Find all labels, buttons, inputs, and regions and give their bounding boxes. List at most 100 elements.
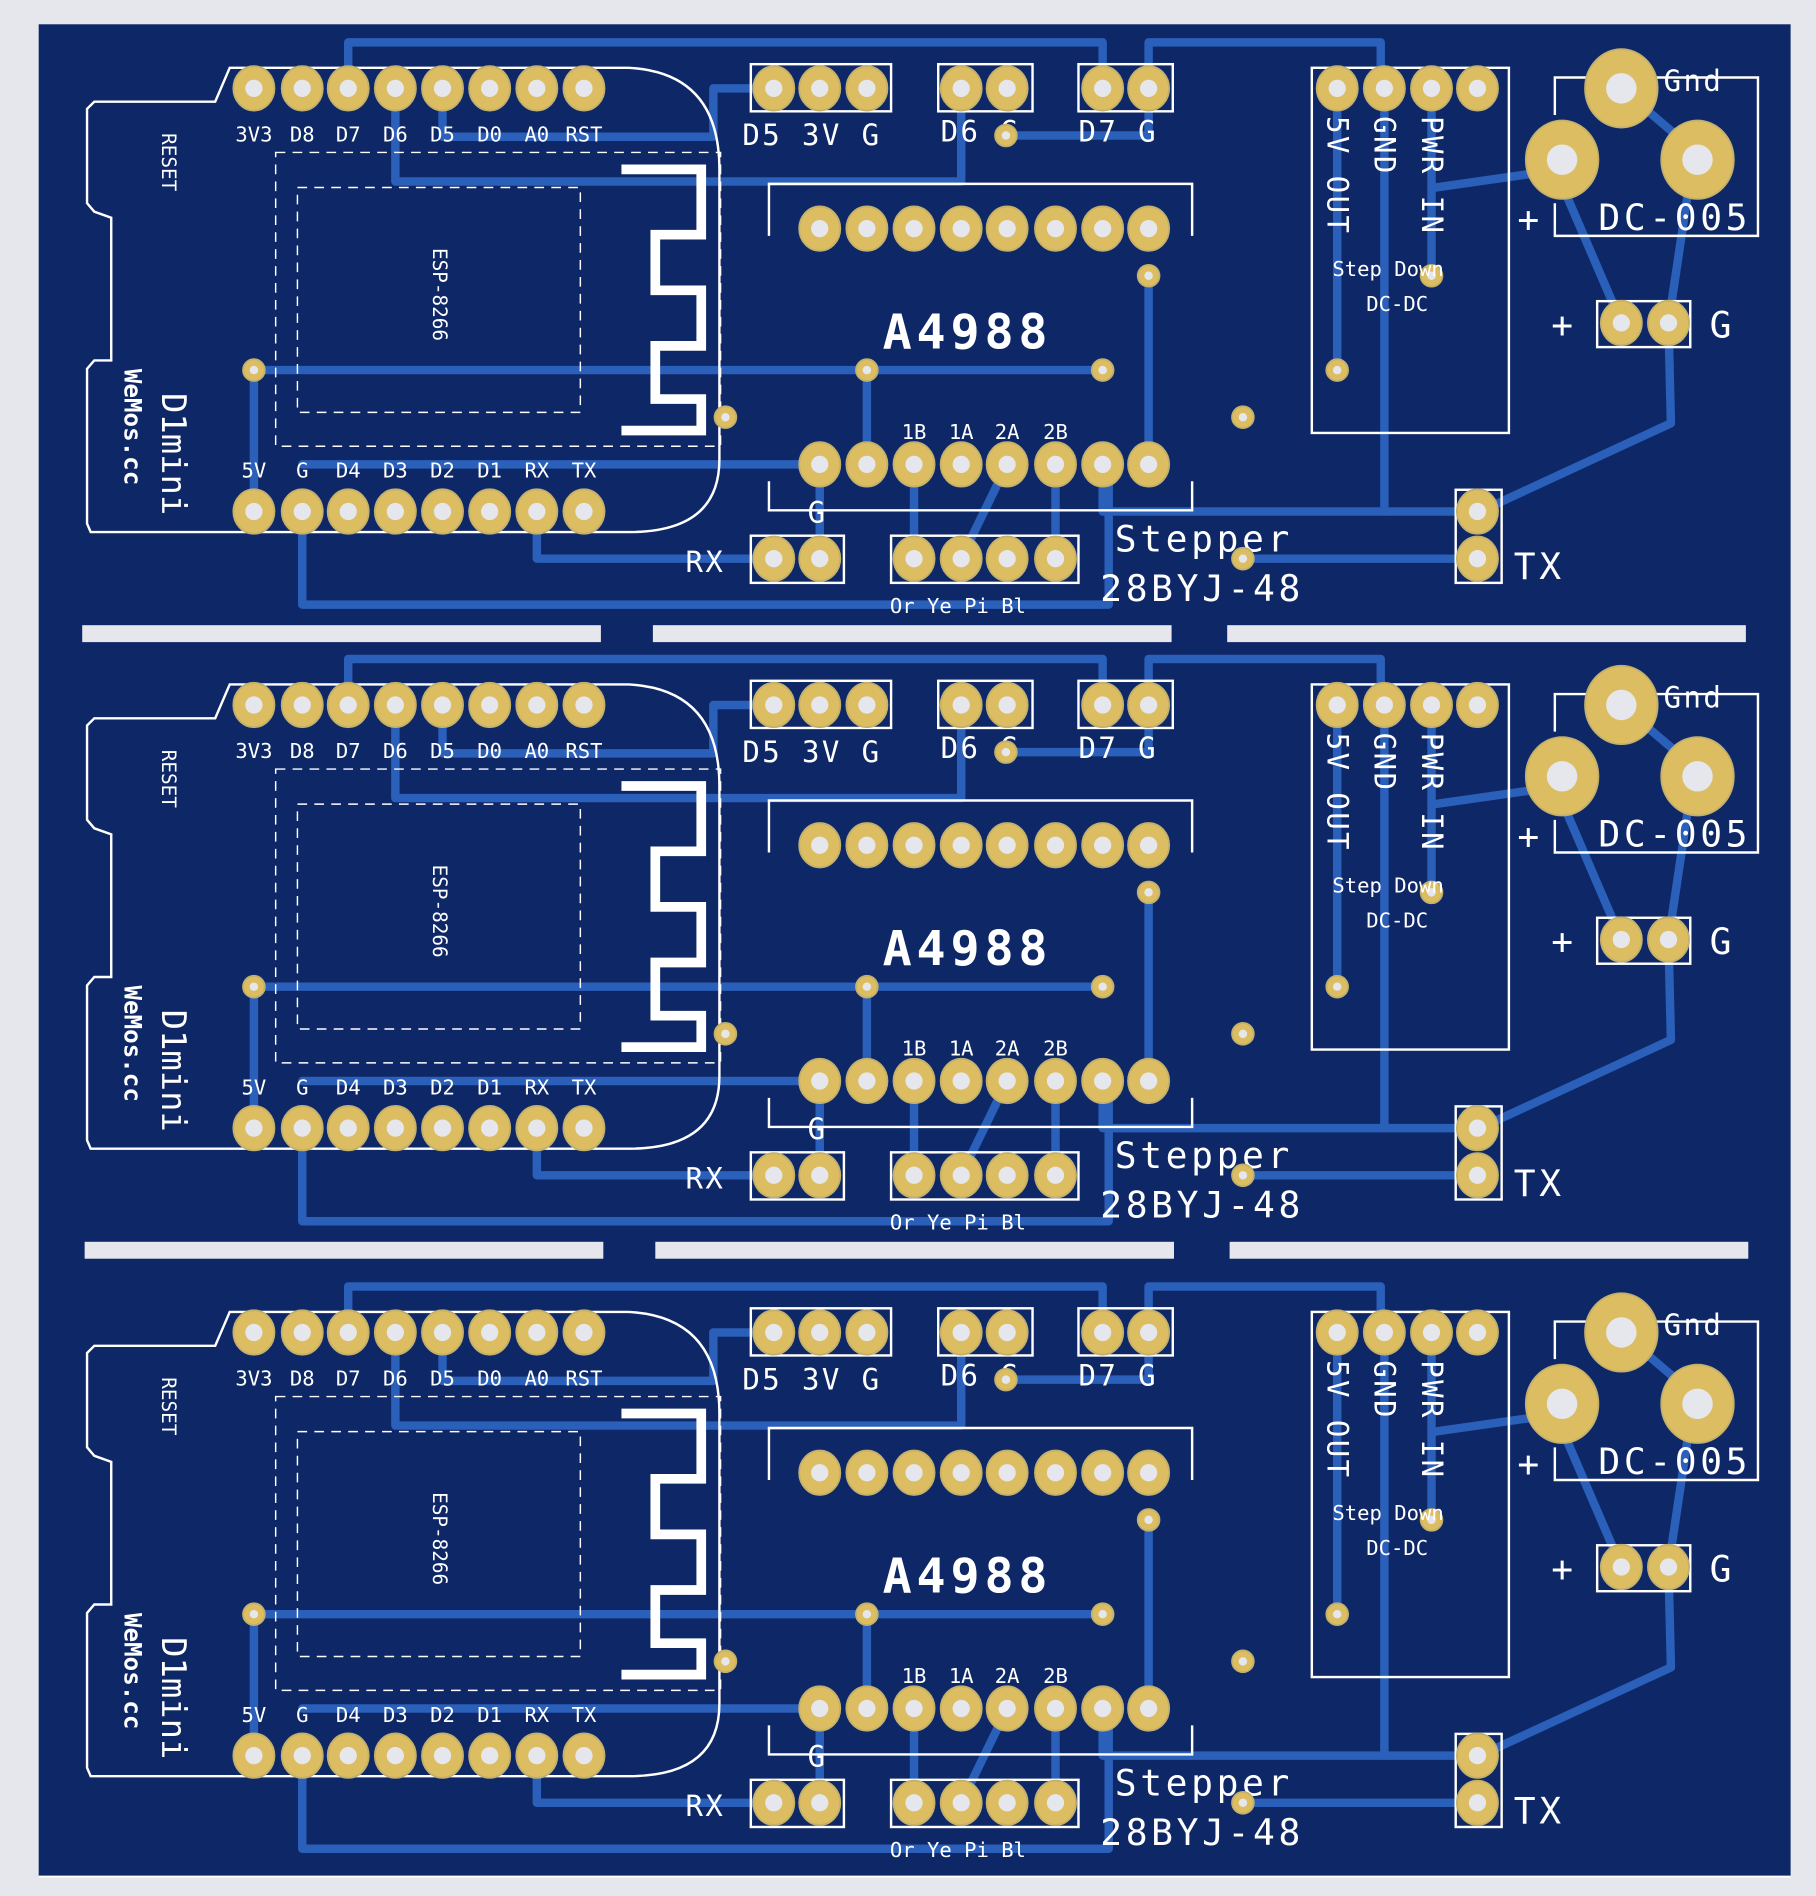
dc-gnd-label: Gnd <box>1664 680 1724 714</box>
pad-hole <box>481 1747 499 1765</box>
header-pin <box>798 681 842 729</box>
board-unit-1: RESET ESP-8266 D1mini WeMos.cc 3V35VD8GD… <box>85 38 1760 618</box>
pad-hole <box>905 836 923 854</box>
a4988-label: A4988 <box>883 304 1053 360</box>
header-d7-g <box>1077 1307 1174 1357</box>
pad-hole <box>1682 1388 1713 1420</box>
pad-hole <box>1328 79 1346 97</box>
rx-label: RX <box>686 545 726 579</box>
header-pin <box>939 1152 983 1199</box>
a4988-pin <box>798 441 842 488</box>
pin-label: A0 <box>524 123 549 147</box>
dc-jack-pad <box>1660 736 1735 817</box>
pad-hole <box>1375 1323 1394 1342</box>
via-hole <box>1001 131 1011 140</box>
pin-label: D0 <box>477 123 502 147</box>
header-power <box>1595 299 1692 349</box>
esp-chip-outline <box>296 186 582 414</box>
pad-hole <box>1468 502 1487 521</box>
pad-hole <box>998 1464 1016 1482</box>
header-pin <box>1599 916 1643 963</box>
pad-hole <box>386 1119 404 1137</box>
pad-hole <box>481 502 499 521</box>
header-pin <box>892 535 936 582</box>
via-hole <box>1098 365 1107 375</box>
header-label: D7 G <box>1078 115 1158 149</box>
d1mini-outline <box>85 683 721 1150</box>
pad-hole <box>952 455 970 474</box>
pin-label: D5 <box>430 123 455 147</box>
a4988-pin <box>939 1685 983 1732</box>
d1mini-top-pin <box>232 1309 276 1356</box>
slot <box>1229 1241 1749 1259</box>
pad-hole <box>1328 1323 1346 1342</box>
header-pin <box>845 1309 889 1356</box>
pad-hole <box>765 550 783 568</box>
power-plus-label: + <box>1551 920 1576 963</box>
stepdown-module <box>1310 66 1511 435</box>
pad-hole <box>433 502 452 521</box>
a4988-pin <box>985 1449 1029 1496</box>
via <box>1419 880 1444 905</box>
header-motor <box>889 1151 1080 1201</box>
a4988-pin <box>1081 822 1125 869</box>
header-pin <box>1647 916 1690 963</box>
header-pin <box>1647 299 1690 347</box>
via-hole <box>1238 1657 1248 1666</box>
pin-label: RX <box>524 1075 549 1099</box>
d1mini-bottom-pin <box>373 1105 417 1152</box>
a4988-label: A4988 <box>883 1548 1053 1604</box>
a4988-outline-bottom <box>767 481 1194 512</box>
pin-label: D1 <box>477 1075 502 1099</box>
pad-hole <box>481 1119 499 1137</box>
via-hole <box>1427 888 1436 897</box>
pad-hole <box>998 219 1016 238</box>
d1mini-top-pin <box>515 1309 559 1356</box>
d1mini-bottom-pin <box>373 488 417 535</box>
reset-label: RESET <box>157 750 180 809</box>
via-hole <box>1238 1798 1248 1808</box>
a4988-pin <box>1034 1685 1077 1732</box>
d1mini-bottom-pin <box>232 488 276 535</box>
trace <box>1475 318 1676 516</box>
pin-label: D1 <box>477 459 502 483</box>
pin-label: D0 <box>477 739 502 763</box>
pad-hole <box>575 502 593 521</box>
pin-label: D7 <box>336 1367 361 1391</box>
a4988-pin <box>985 822 1029 869</box>
trace <box>391 1328 966 1430</box>
via <box>994 1367 1018 1392</box>
pad-hole <box>952 1072 970 1090</box>
a4988-pin <box>1081 1685 1125 1732</box>
wemos-brand: WeMos.cc <box>119 1613 147 1729</box>
antenna-icon <box>621 1408 707 1680</box>
pad-hole <box>386 502 404 521</box>
d1mini-bottom-pin <box>326 1732 370 1779</box>
header-pin <box>798 1152 842 1199</box>
pin-label: RX <box>524 459 549 483</box>
a4988-pin <box>1034 1057 1077 1105</box>
via <box>1090 974 1115 999</box>
pad-hole <box>1612 930 1630 949</box>
header-pin <box>939 1309 983 1356</box>
header-rx <box>749 1778 846 1829</box>
pad-hole <box>811 1464 829 1482</box>
pad-hole <box>575 1119 593 1137</box>
pin-label: D2 <box>430 1703 455 1727</box>
via-hole <box>1098 1609 1107 1619</box>
slot <box>1227 625 1746 643</box>
a4988-pin <box>1127 205 1171 252</box>
power-g-label: G <box>1710 1548 1735 1591</box>
pad-hole <box>1139 1072 1158 1090</box>
header-pin <box>1034 1779 1077 1826</box>
pad-hole <box>811 696 829 714</box>
header-d6-g <box>937 1307 1034 1357</box>
pad-hole <box>1468 1166 1487 1184</box>
dc-jack-gnd-pad <box>1584 1292 1659 1373</box>
a4988-pin <box>1127 1057 1171 1105</box>
a4988-outline-top <box>767 1426 1194 1480</box>
a4988-pin <box>985 1685 1029 1732</box>
via-hole <box>1144 1515 1153 1525</box>
d1mini-top-pin <box>326 1309 370 1356</box>
via-hole <box>1238 1029 1248 1039</box>
